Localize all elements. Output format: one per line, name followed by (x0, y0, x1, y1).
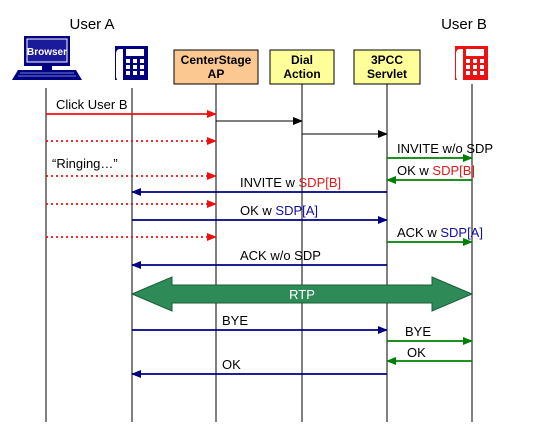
rtp-label: RTP (289, 287, 315, 302)
label-invite-sdp-b: INVITE w SDP[B] (240, 175, 341, 190)
label-ok-2: OK (407, 345, 426, 360)
label-ringing: “Ringing…” (52, 156, 118, 171)
browser-label: Browser (27, 47, 67, 58)
label-invite-no-sdp: INVITE w/o SDP (397, 141, 493, 156)
user-a-title: User A (69, 16, 114, 33)
message-arrows (46, 110, 473, 378)
label-ack-no-sdp: ACK w/o SDP (240, 248, 321, 263)
user-b-title: User B (441, 16, 487, 33)
phone-icon-user-a (115, 46, 148, 81)
label-ok-1: OK (222, 357, 241, 372)
label-click-user-b: Click User B (56, 97, 128, 112)
centerstage-label-line2: AP (208, 67, 225, 81)
centerstage-label-line1: CenterStage (181, 53, 252, 67)
label-ok-sdp-a: OK w SDP[A] (240, 203, 318, 218)
label-ack-sdp-a-text: ACK w (397, 225, 440, 240)
label-invite-sdp-b-text: INVITE w (240, 175, 299, 190)
label-bye-2: BYE (405, 324, 431, 339)
servlet-label-line1: 3PCC (371, 53, 403, 67)
phone-icon-user-b (455, 46, 488, 81)
label-ok-sdp-a-text: OK w (240, 203, 275, 218)
centerstage-box: CenterStage AP (173, 49, 259, 85)
servlet-label-line2: Servlet (367, 67, 407, 81)
label-invite-sdp-b-sdp: SDP[B] (299, 175, 342, 190)
label-ok-sdp-b: OK w SDP[B] (397, 163, 475, 178)
computer-icon: Browser (12, 36, 82, 80)
label-bye-1: BYE (222, 313, 248, 328)
label-ack-sdp-a-sdp: SDP[A] (440, 225, 483, 240)
label-ack-sdp-a: ACK w SDP[A] (397, 225, 483, 240)
dial-action-label-line2: Action (283, 67, 320, 81)
servlet-box: 3PCC Servlet (353, 49, 421, 85)
label-ok-sdp-a-sdp: SDP[A] (275, 203, 318, 218)
rtp-double-arrow: RTP (130, 276, 474, 312)
label-ok-sdp-b-sdp: SDP[B] (432, 163, 475, 178)
label-ok-sdp-b-text: OK w (397, 163, 432, 178)
dial-action-label-line1: Dial (291, 53, 313, 67)
dial-action-box: Dial Action (269, 49, 335, 85)
